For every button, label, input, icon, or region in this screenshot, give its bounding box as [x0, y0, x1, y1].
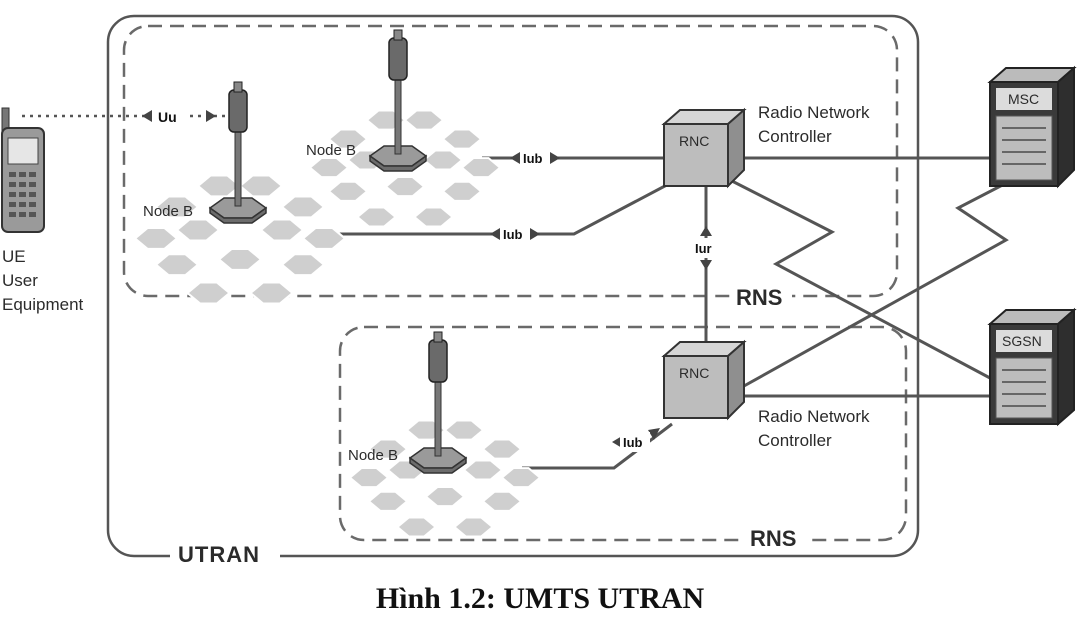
- nodeb-tower-3: [409, 331, 467, 474]
- nodeb-label-1: Node B: [143, 203, 193, 220]
- iub-label-top: Iub: [523, 151, 543, 166]
- nodeb-tower-2: [369, 29, 427, 172]
- uu-interface: Uu: [142, 105, 216, 127]
- rnc-box-top: RNC: [661, 107, 747, 189]
- sgsn-label: SGSN: [1002, 333, 1042, 349]
- figure-caption: Hình 1.2: UMTS UTRAN: [375, 582, 705, 615]
- iub-interface-middle: Iub: [490, 224, 540, 244]
- rns-boundary-bottom: [338, 325, 908, 542]
- nodeb-label-2: Node B: [306, 142, 356, 159]
- rns-label-top: RNS: [736, 285, 782, 310]
- rnc-box-bottom: RNC: [661, 339, 747, 421]
- sgsn-server: SGSN: [987, 307, 1077, 427]
- rns-boundary-top: [122, 24, 899, 298]
- iur-interface: Iur: [692, 226, 720, 270]
- rnc-label-bottom: RNC: [679, 365, 709, 381]
- utran-label: UTRAN: [178, 542, 260, 567]
- iub-interface-bottom: Iub: [612, 428, 660, 452]
- ue-label-line1: UE: [2, 247, 26, 266]
- rnc-desc-top-line1: Radio Network: [758, 103, 870, 122]
- rnc-desc-bottom-line1: Radio Network: [758, 407, 870, 426]
- rnc-desc-bottom-line2: Controller: [758, 431, 832, 450]
- rnc-label-top: RNC: [679, 133, 709, 149]
- rnc-desc-top-line2: Controller: [758, 127, 832, 146]
- iub-interface-top: Iub: [510, 148, 560, 168]
- msc-label: MSC: [1008, 91, 1039, 107]
- iub-label-middle: Iub: [503, 227, 523, 242]
- uu-label: Uu: [158, 109, 177, 125]
- nodeb-tower-1: [209, 81, 267, 224]
- msc-server: MSC: [987, 65, 1077, 189]
- iur-label: Iur: [695, 241, 712, 256]
- ue-label-line2: User: [2, 271, 38, 290]
- iub-label-bottom: Iub: [623, 435, 643, 450]
- nodeb-label-3: Node B: [348, 447, 398, 464]
- ue-phone-icon: [1, 107, 45, 233]
- cell-coverage-nodeb-3: [349, 419, 541, 538]
- ue-label-line3: Equipment: [2, 295, 84, 314]
- utran-boundary: [106, 14, 920, 558]
- rns-label-bottom: RNS: [750, 526, 796, 551]
